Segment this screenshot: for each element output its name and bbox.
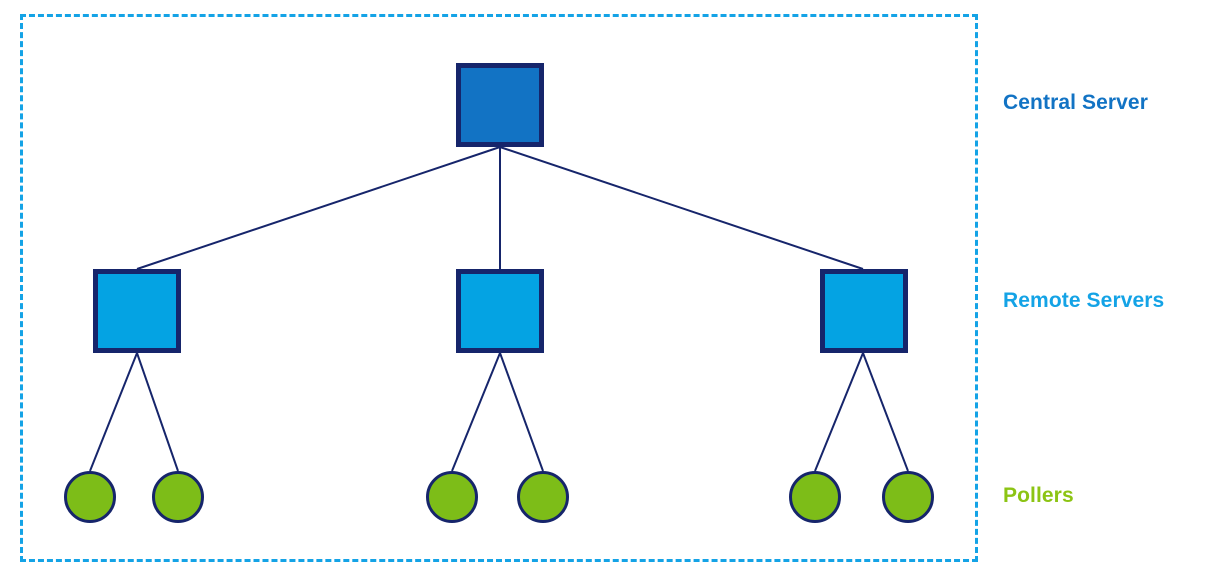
node-poller-6[interactable] — [882, 471, 934, 523]
node-poller-1[interactable] — [64, 471, 116, 523]
node-poller-4[interactable] — [517, 471, 569, 523]
node-poller-3[interactable] — [426, 471, 478, 523]
tier-label-central: Central Server — [1003, 91, 1148, 114]
node-poller-5[interactable] — [789, 471, 841, 523]
node-central-server[interactable] — [456, 63, 544, 147]
connector-remote-server-1-to-poller-2 — [136, 352, 179, 472]
node-remote-server-3[interactable] — [820, 269, 908, 353]
connector-remote-server-3-to-poller-6 — [862, 352, 909, 472]
connector-remote-server-2-to-poller-3 — [451, 352, 501, 472]
connector-remote-server-1-to-poller-1 — [89, 352, 138, 472]
node-remote-server-1[interactable] — [93, 269, 181, 353]
connector-remote-server-2-to-poller-4 — [499, 352, 544, 472]
node-remote-server-2[interactable] — [456, 269, 544, 353]
connector-central-server-to-remote-server-3 — [499, 146, 864, 270]
connector-remote-server-3-to-poller-5 — [814, 352, 864, 472]
system-boundary — [20, 14, 978, 562]
node-poller-2[interactable] — [152, 471, 204, 523]
connector-central-server-to-remote-server-1 — [136, 146, 501, 270]
tier-label-pollers: Pollers — [1003, 484, 1074, 507]
tier-label-remote: Remote Servers — [1003, 289, 1165, 312]
